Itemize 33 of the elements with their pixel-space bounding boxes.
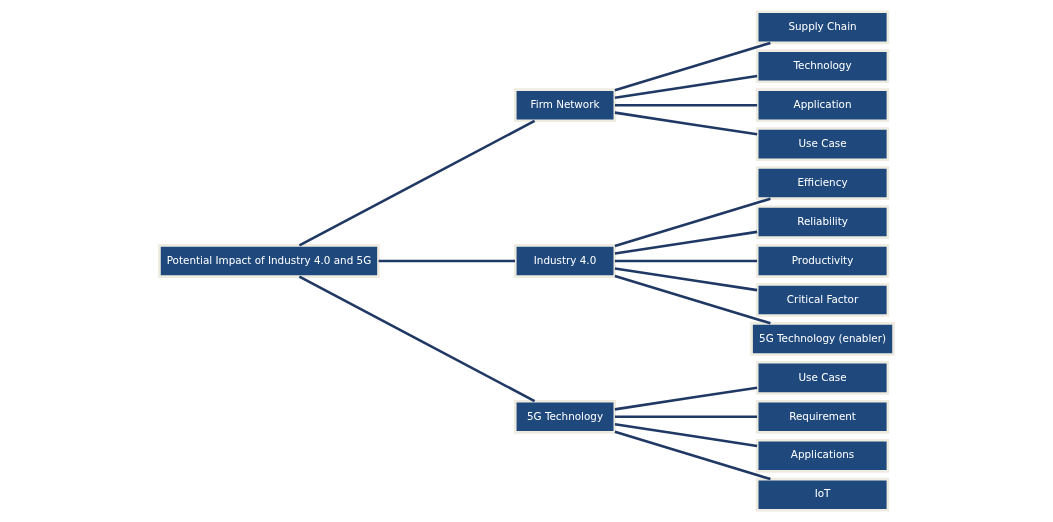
connector [614, 259, 758, 263]
node-box: Potential Impact of Industry 4.0 and 5G [158, 244, 380, 278]
connector [378, 259, 515, 263]
connector [614, 230, 758, 255]
node-box: Reliability [755, 205, 890, 239]
node-box: Requirement [755, 399, 890, 434]
node-box: Use Case [755, 360, 890, 395]
node-box: Application [755, 88, 890, 123]
connector [614, 111, 758, 136]
node-box: Technology [755, 49, 890, 84]
node-box: Use Case [755, 127, 890, 161]
connector [614, 267, 758, 292]
connector [298, 119, 536, 247]
connector [614, 386, 758, 411]
connector [614, 41, 771, 92]
node-box: Supply Chain [755, 10, 890, 45]
node-box: 5G Technology [513, 399, 617, 434]
connector [614, 74, 758, 99]
connector [298, 275, 536, 403]
connector [614, 430, 771, 481]
connector [614, 103, 758, 107]
node-box: Productivity [755, 244, 890, 278]
connector [614, 274, 771, 325]
node-box: Critical Factor [755, 283, 890, 317]
node-box: Firm Network [513, 88, 617, 123]
node-box: 5G Technology (enabler) [750, 322, 895, 356]
connector [614, 415, 758, 419]
node-box: Efficiency [755, 166, 890, 200]
connector [614, 423, 758, 448]
node-box: Applications [755, 438, 890, 473]
node-box: IoT [755, 477, 890, 512]
connector [614, 197, 771, 248]
node-box: Industry 4.0 [513, 244, 617, 278]
